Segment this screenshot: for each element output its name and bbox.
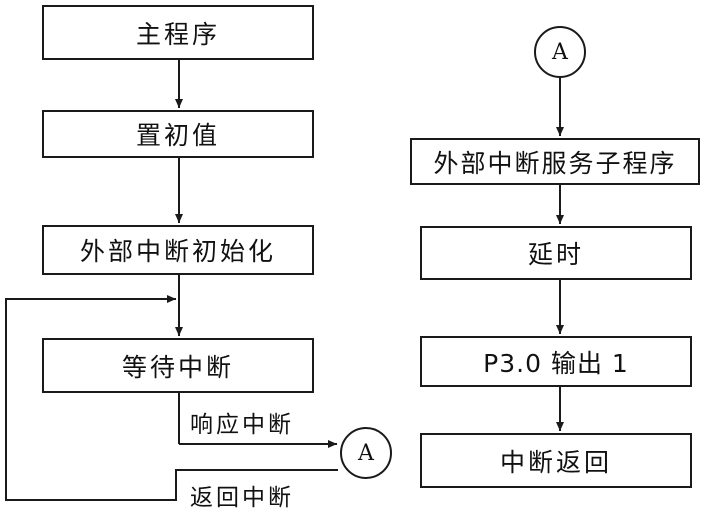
delay-text: 延时 (527, 240, 584, 269)
output-box: P3.0 输出 1 (420, 336, 692, 387)
external-interrupt-init-text: 外部中断初始化 (79, 237, 276, 266)
interrupt-return-text: 中断返回 (499, 447, 612, 477)
isr-title-text: 外部中断服务子程序 (433, 148, 677, 178)
interrupt-return-box: 中断返回 (420, 433, 692, 488)
connector-a-out: A (340, 427, 392, 479)
main-program-box: 主程序 (42, 5, 314, 60)
connector-a-out-text: A (358, 440, 374, 466)
wait-interrupt-box: 等待中断 (42, 338, 314, 393)
output-text: P3.0 输出 1 (483, 348, 629, 378)
isr-title-box: 外部中断服务子程序 (410, 138, 700, 185)
wait-interrupt-text: 等待中断 (121, 352, 234, 382)
respond-interrupt-label: 响应中断 (190, 412, 294, 438)
connector-a-in-text: A (552, 39, 568, 65)
external-interrupt-init-box: 外部中断初始化 (42, 225, 314, 275)
set-initial-value-box: 置初值 (42, 110, 314, 158)
delay-box: 延时 (420, 226, 692, 280)
main-program-text: 主程序 (135, 19, 220, 49)
set-initial-value-text: 置初值 (135, 121, 220, 150)
line-return-loop (5, 295, 338, 501)
return-interrupt-label: 返回中断 (190, 485, 294, 511)
connector-a-in: A (534, 26, 586, 78)
